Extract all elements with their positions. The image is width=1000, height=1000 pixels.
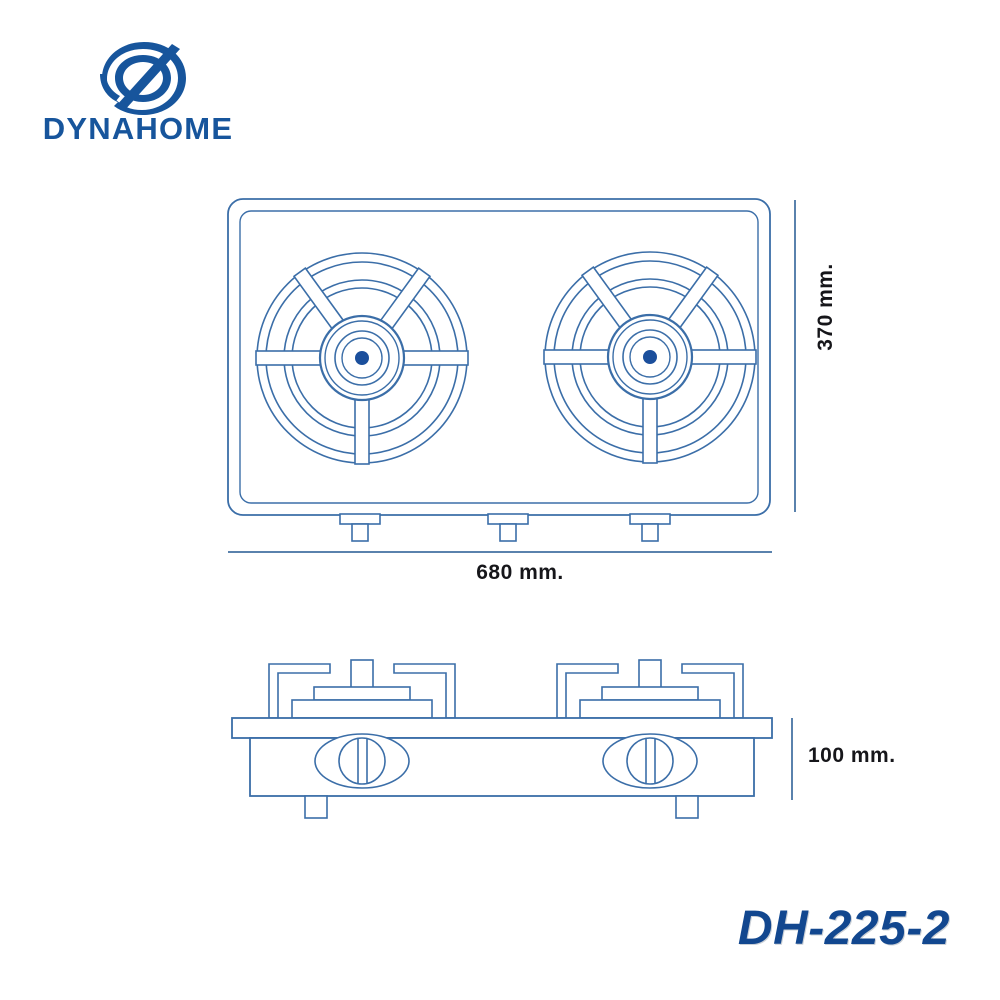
side-view-group [231,659,773,819]
dimension-label-height: 100 mm. [808,744,896,767]
side-view-top-plate [231,717,773,739]
dimension-lines-top-view [228,200,796,553]
top-view-left-burner [254,251,470,466]
side-view-foot-left [304,795,328,819]
side-view-foot-right [675,795,699,819]
top-view-foot-left [339,513,381,542]
model-number: DH-225-2 [737,902,950,955]
dimension-label-width: 680 mm. [476,561,564,584]
side-view-right-knob[interactable] [602,733,698,789]
side-view-right-burner [556,659,744,719]
brand-logo: DYNAHOME [28,38,248,148]
brand-wordmark: DYNAHOME [42,111,234,146]
side-view-left-burner [268,659,456,719]
top-view-foot-right [629,513,671,542]
side-view-left-knob[interactable] [314,733,410,789]
top-view-right-burner [542,250,758,465]
top-view-group [227,198,771,542]
top-view-foot-center [487,513,529,542]
dynahome-swoosh-icon [94,38,194,116]
dimension-label-depth: 370 mm. [814,263,837,351]
